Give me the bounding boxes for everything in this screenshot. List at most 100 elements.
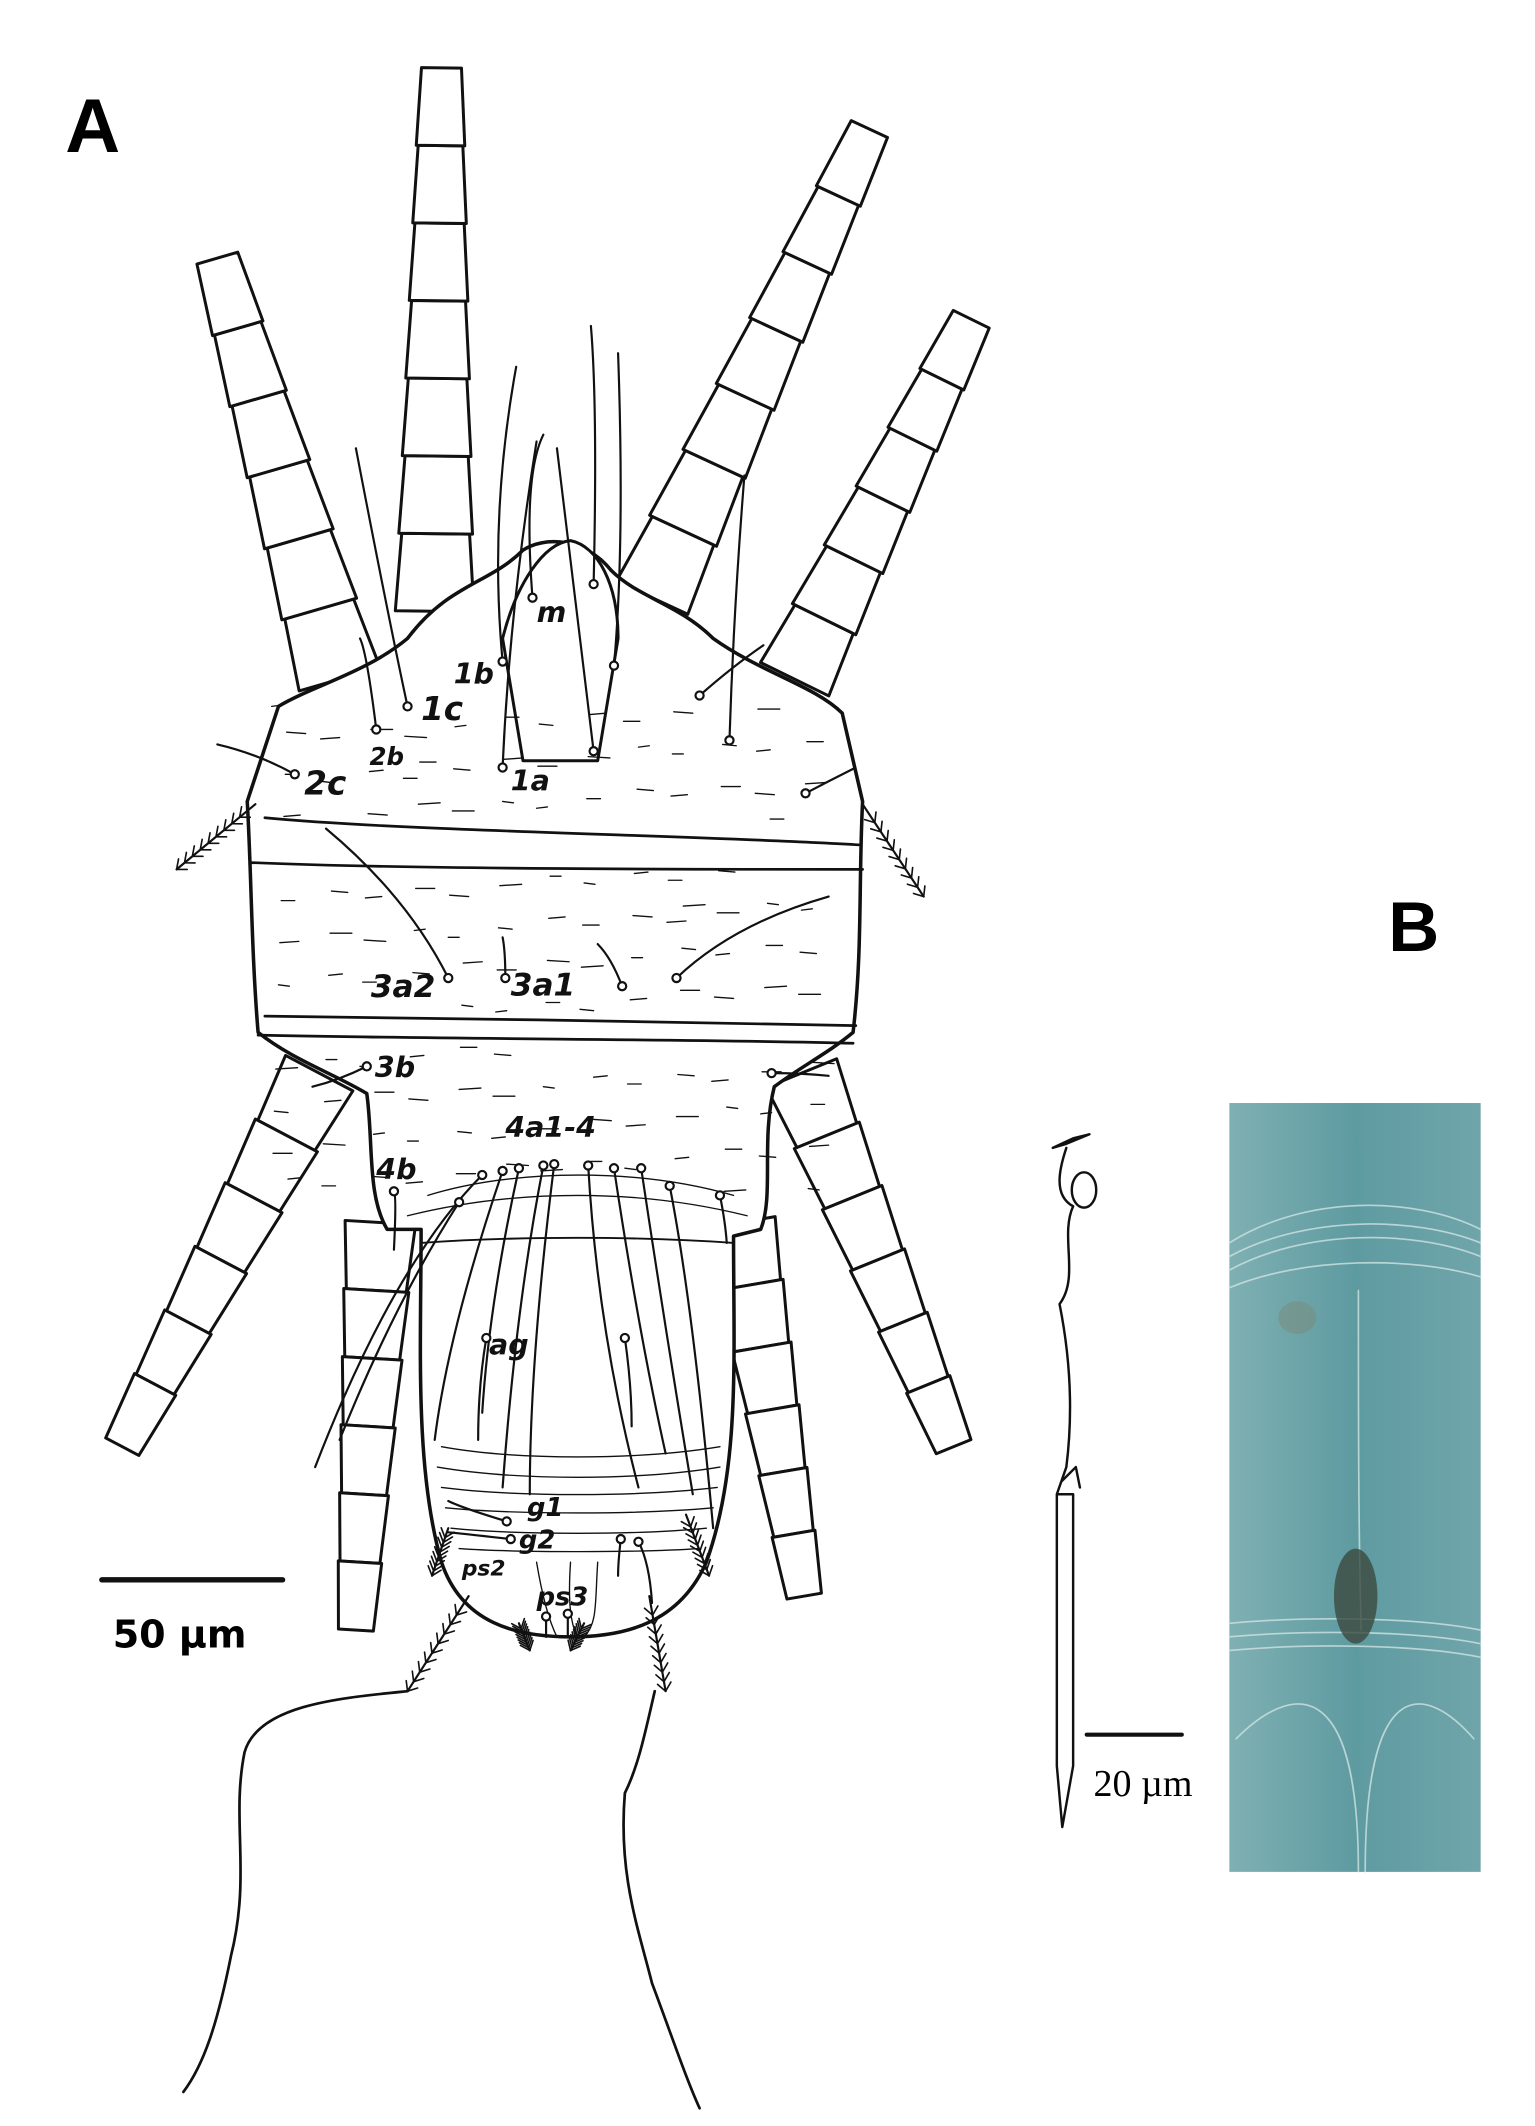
seta — [636, 1163, 694, 1496]
stria — [448, 894, 470, 898]
seta — [216, 743, 300, 780]
leg-5 — [104, 1053, 355, 1457]
stria — [636, 788, 655, 792]
seta — [619, 1332, 633, 1428]
stria — [726, 1106, 739, 1110]
stria — [328, 973, 343, 977]
label-1b: 1b — [454, 657, 494, 690]
stria — [363, 939, 387, 943]
leg-6 — [336, 1218, 418, 1633]
leg-segment — [918, 308, 991, 392]
stria — [454, 724, 467, 728]
stria — [760, 1111, 773, 1115]
stria — [491, 1136, 507, 1140]
stria — [633, 871, 649, 875]
stria — [587, 755, 611, 759]
stria — [666, 920, 687, 924]
cuticle-striae — [271, 704, 835, 1192]
label-ps3: ps3 — [536, 1583, 589, 1613]
stria — [591, 1118, 612, 1122]
stria — [499, 883, 523, 887]
leg-segment — [411, 143, 468, 225]
stria — [674, 1156, 690, 1160]
seta — [588, 324, 599, 590]
stria — [546, 959, 570, 963]
stria — [501, 800, 515, 804]
stria — [682, 904, 706, 907]
stria — [364, 895, 383, 899]
stria — [457, 1130, 473, 1134]
seta — [608, 352, 622, 671]
stria — [535, 806, 549, 809]
stria — [323, 1099, 342, 1103]
leg-segment — [340, 1355, 404, 1430]
stria — [409, 1054, 425, 1058]
stria — [538, 723, 554, 727]
seta — [800, 767, 855, 799]
label-m: m — [537, 596, 567, 629]
stria — [588, 712, 607, 716]
label-ag: ag — [489, 1328, 529, 1361]
seta — [501, 1160, 549, 1489]
leg-segment — [730, 1340, 799, 1416]
label-3a1: 3a1 — [511, 968, 576, 1004]
stria — [405, 1181, 424, 1184]
barbed-seta — [680, 1513, 714, 1577]
seta-drawing-b — [1051, 1133, 1098, 1829]
stria — [461, 1004, 474, 1008]
stria — [713, 996, 735, 1000]
seta — [354, 447, 413, 712]
seta — [324, 827, 454, 984]
leg-segment — [104, 1372, 178, 1457]
seta — [633, 1536, 654, 1604]
stria — [371, 1175, 390, 1179]
seta — [540, 1611, 552, 1638]
stria — [755, 749, 771, 752]
stria — [723, 1189, 747, 1192]
leg-segment — [213, 320, 288, 409]
stria — [417, 802, 441, 805]
leg-segment — [342, 1287, 411, 1362]
seta — [433, 1165, 508, 1441]
stria — [808, 1144, 830, 1148]
caudal-setae — [182, 1689, 701, 2110]
stria — [458, 1087, 482, 1091]
leg-segment — [195, 250, 265, 338]
panel-label-b: B — [1388, 887, 1439, 966]
stria — [807, 1187, 820, 1191]
leg-segment — [400, 376, 473, 458]
stria — [367, 813, 388, 816]
leg-segment — [743, 1403, 807, 1477]
stria — [764, 985, 788, 989]
seta — [338, 1197, 465, 1441]
stria — [673, 711, 694, 714]
seta — [583, 1160, 640, 1489]
leg-1 — [195, 250, 382, 693]
stria — [711, 1079, 729, 1082]
stria — [637, 745, 650, 748]
stria — [766, 902, 780, 906]
stria — [283, 814, 301, 818]
stria — [542, 1086, 555, 1089]
stria — [799, 951, 818, 955]
legs — [104, 66, 991, 1633]
stria — [330, 890, 349, 894]
stria — [408, 1098, 429, 1101]
seta — [496, 365, 518, 667]
stria — [539, 1168, 564, 1172]
stria — [579, 1008, 595, 1012]
stria — [811, 1061, 835, 1065]
stria — [624, 1167, 637, 1171]
barbed-seta — [861, 803, 926, 898]
leg-4 — [759, 308, 991, 698]
seta — [671, 895, 830, 984]
scale-label-a: 50 µm — [113, 1613, 247, 1657]
stria — [754, 792, 775, 796]
barbed-seta — [405, 1595, 470, 1693]
barbed-seta — [510, 1617, 534, 1652]
leg-segment — [414, 66, 467, 148]
micrograph-b — [1228, 1103, 1482, 1873]
leg-3 — [614, 119, 890, 616]
stria — [275, 1067, 299, 1070]
label-1a: 1a — [511, 765, 550, 798]
